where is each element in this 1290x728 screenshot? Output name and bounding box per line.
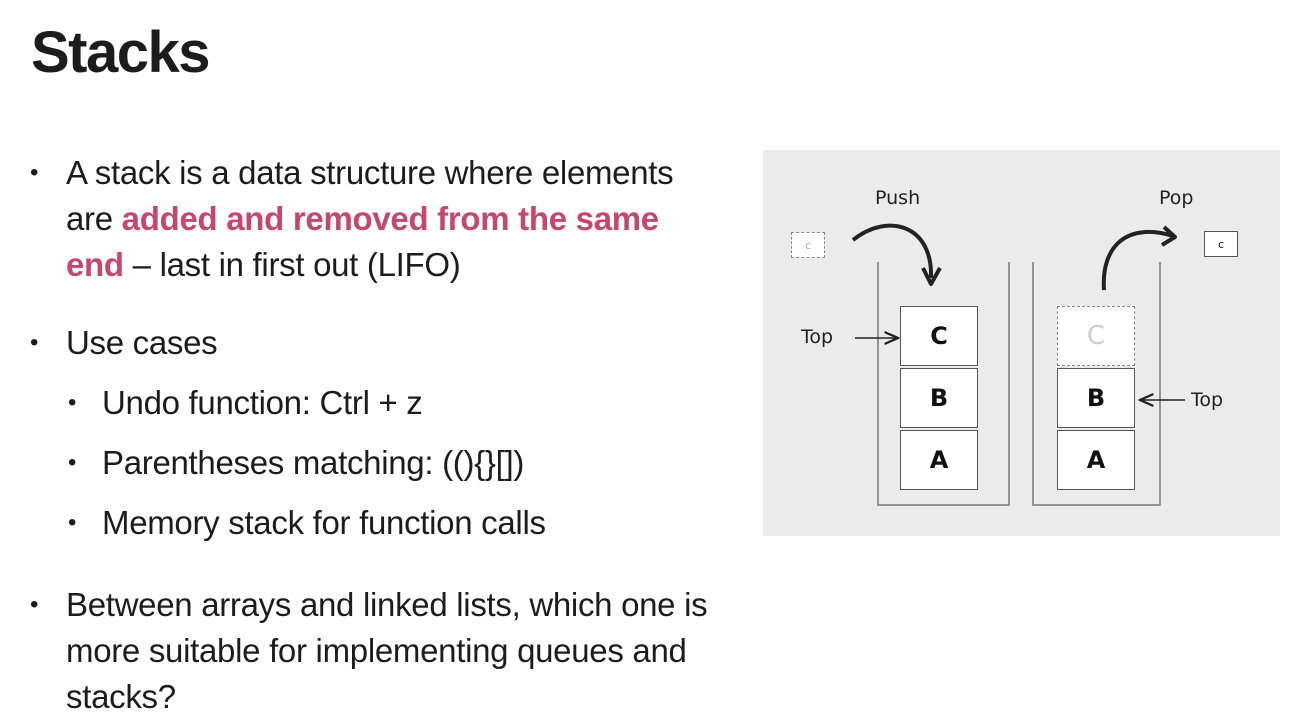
left-container	[877, 262, 1010, 506]
bullet-dot: •	[68, 509, 77, 536]
bullet-dot: •	[30, 159, 39, 186]
bullet-dot: •	[68, 449, 77, 476]
popped-element: c	[1204, 231, 1238, 257]
right-top-label: Top	[1191, 389, 1224, 411]
right-container	[1032, 262, 1161, 506]
right-stack-item-removed: C	[1057, 306, 1135, 366]
pushed-element-placeholder: c	[791, 232, 825, 258]
parentheses-text: Parentheses matching: ((){}[])	[102, 444, 525, 481]
right-stack-item: B	[1057, 368, 1135, 428]
slide-title: Stacks	[31, 20, 211, 85]
sub-bullet-memory: • Memory stack for function calls	[68, 500, 546, 546]
definition-text-start: A stack is a data structure where elemen…	[66, 154, 674, 237]
sub-bullet-parentheses: • Parentheses matching: ((){}[])	[68, 440, 524, 486]
bullet-question: • Between arrays and linked lists, which…	[30, 582, 710, 720]
push-arrow-icon	[851, 223, 934, 279]
bullet-definition: • A stack is a data structure where elem…	[30, 150, 710, 288]
pop-arrow-icon	[1101, 230, 1174, 291]
undo-text: Undo function: Ctrl + z	[102, 384, 423, 421]
push-label: Push	[875, 187, 921, 209]
use-cases-text: Use cases	[66, 324, 218, 361]
definition-text-end: – last in first out (LIFO)	[123, 246, 461, 283]
sub-bullet-undo: • Undo function: Ctrl + z	[68, 380, 423, 426]
memory-text: Memory stack for function calls	[102, 504, 546, 541]
left-stack-item: C	[900, 306, 978, 366]
question-text: Between arrays and linked lists, which o…	[66, 586, 708, 715]
left-top-label: Top	[801, 326, 834, 348]
bullet-use-cases: • Use cases	[30, 320, 218, 366]
right-stack-item: A	[1057, 430, 1135, 490]
diagram-lines	[851, 223, 1185, 506]
bullet-dot: •	[30, 591, 39, 618]
pop-label: Pop	[1159, 187, 1194, 209]
definition-highlight: added and removed from the same end	[66, 200, 659, 283]
left-stack-item: A	[900, 430, 978, 490]
bullet-dot: •	[68, 389, 77, 416]
bullet-dot: •	[30, 329, 39, 356]
stack-diagram: Push Pop Top Top c c C B A C B A	[763, 150, 1280, 536]
left-stack-item: B	[900, 368, 978, 428]
